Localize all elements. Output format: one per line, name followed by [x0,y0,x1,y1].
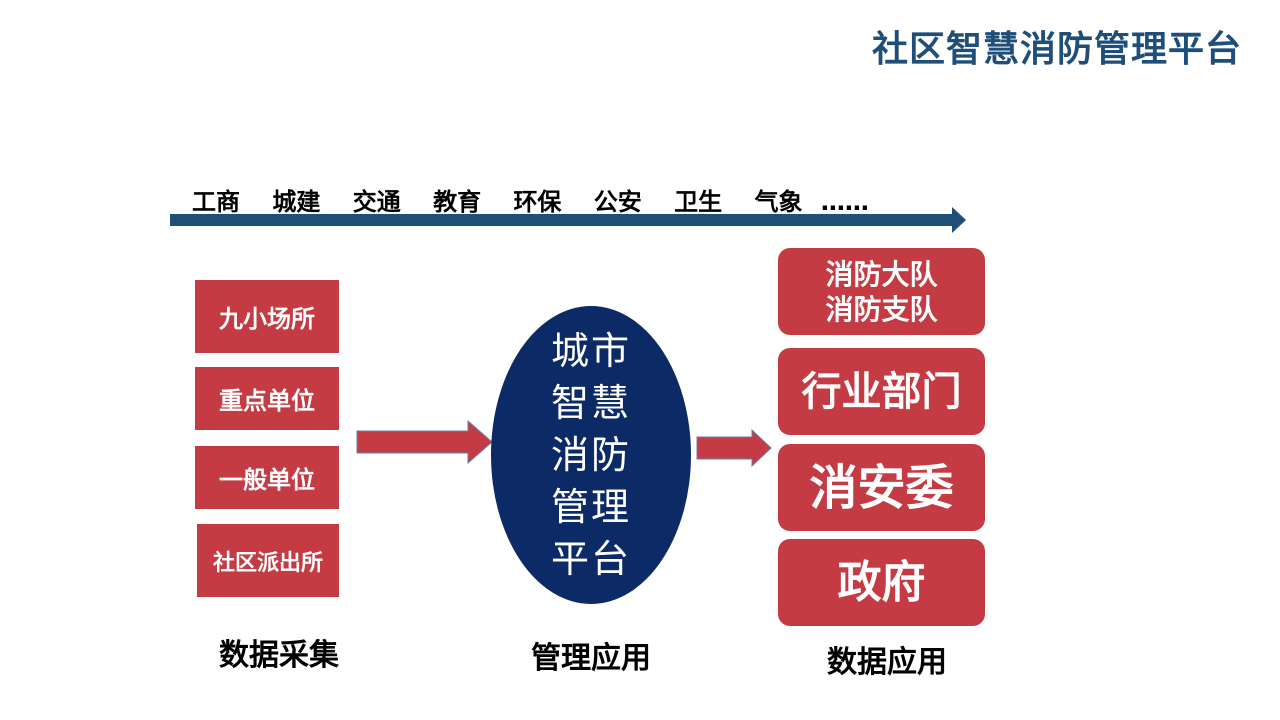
sector-label: 卫生 [674,188,723,216]
collection-box-label: 社区派出所 [212,550,323,576]
sector-label: 气象 [754,188,803,216]
collection-box-label: 九小场所 [219,305,315,333]
sector-label: 交通 [352,188,401,216]
application-box-label: 政府 [837,557,926,608]
sector-label: 城建 [272,188,321,216]
collection-box-label: 重点单位 [219,387,315,415]
platform-ellipse-text: 城市智慧消防管理平台 [550,329,631,581]
sector-more-ellipsis: …… [820,188,869,216]
application-box-fire-brigade: 消防大队 消防支队 [778,248,985,335]
collection-box-label: 一般单位 [219,466,315,494]
application-box-line: 消防大队 [825,257,938,291]
sector-label: 教育 [433,188,482,216]
platform-caption: 管理应用 [531,641,651,676]
sector-label: 环保 [513,188,562,216]
platform-to-application-arrow [696,428,772,468]
sector-label: 公安 [593,188,642,216]
collection-box-police-station: 社区派出所 [197,524,339,597]
page-title: 社区智慧消防管理平台 [871,29,1242,70]
application-caption: 数据应用 [827,645,947,680]
sector-list: 工商 城建 交通 教育 环保 公安 卫生 气象 …… [192,182,869,217]
application-box-label: 消安委 [809,459,954,516]
collection-box-small-venues: 九小场所 [195,280,339,353]
platform-ellipse: 城市智慧消防管理平台 [491,306,691,604]
application-box-government: 政府 [778,539,985,626]
collection-box-general-units: 一般单位 [195,446,339,509]
application-box-label: 行业部门 [801,368,962,415]
collection-caption: 数据采集 [219,638,339,673]
application-box-line: 消防支队 [825,292,938,326]
application-box-industry-departments: 行业部门 [778,348,985,435]
sector-label: 工商 [192,188,240,216]
collection-box-key-units: 重点单位 [195,367,339,430]
timeline-arrow [170,207,966,233]
collection-to-platform-arrow [356,419,493,465]
application-box-fire-safety-committee: 消安委 [778,444,985,531]
